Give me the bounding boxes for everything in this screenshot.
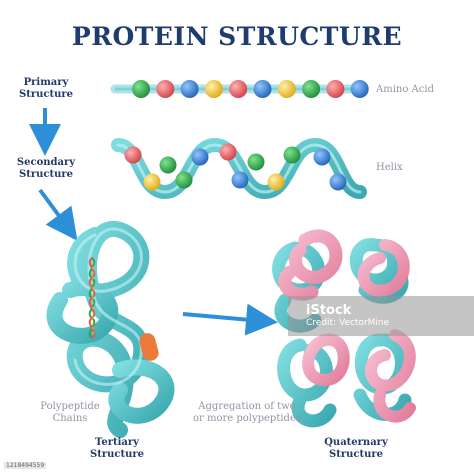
amino-acid-bead xyxy=(229,80,248,98)
helix-bead xyxy=(231,171,249,189)
amino-acid-label: Amino Acid xyxy=(376,84,434,95)
amino-acid-bead xyxy=(253,80,272,98)
aggregation-line1: Aggregation of two xyxy=(198,401,296,412)
amino-acid-bead xyxy=(302,80,321,98)
helix-bead xyxy=(247,153,265,171)
aggregation-label: Aggregation of two or more polypeptides xyxy=(188,401,306,425)
primary-structure-label: Primary Structure xyxy=(14,77,78,101)
watermark-banner xyxy=(288,296,474,336)
secondary-structure-label: Secondary Structure xyxy=(14,157,78,181)
tertiary-label-line1: Tertiary xyxy=(95,437,139,448)
tertiary-structure xyxy=(46,221,175,438)
helix-label: Helix xyxy=(376,162,403,173)
amino-acid-bead xyxy=(156,80,175,98)
watermark-credit: Credit: VectorMine xyxy=(306,318,390,328)
amino-acid-bead xyxy=(180,80,199,98)
amino-acid-bead xyxy=(350,80,369,98)
primary-label-line1: Primary xyxy=(23,77,69,88)
tertiary-label-line2: Structure xyxy=(90,449,144,460)
secondary-label-line1: Secondary xyxy=(16,157,76,168)
helix-bead xyxy=(191,148,209,166)
flow-arrow-secondary-to-tertiary xyxy=(38,188,78,241)
secondary-label-line2: Structure xyxy=(19,169,73,180)
amino-acid-bead xyxy=(277,80,296,98)
quaternary-label-line1: Quaternary xyxy=(324,437,388,448)
helix-strand xyxy=(111,137,367,200)
helix-bead xyxy=(143,173,161,191)
helix-bead xyxy=(219,143,237,161)
tertiary-structure-label: Tertiary Structure xyxy=(82,437,152,461)
polypeptide-line2: Chains xyxy=(52,413,88,424)
quaternary-label-line2: Structure xyxy=(329,449,383,460)
amino-acid-bead xyxy=(204,80,223,98)
primary-label-line2: Structure xyxy=(19,89,73,100)
helix-bead xyxy=(283,146,301,164)
helix-bead xyxy=(159,156,177,174)
helix-bead xyxy=(267,173,285,191)
polypeptide-chains-label: Polypeptide Chains xyxy=(30,401,110,425)
stock-id: 1218494559 xyxy=(4,462,47,469)
amino-acid-bead xyxy=(132,80,150,98)
flow-arrow-tertiary-to-quaternary xyxy=(182,303,278,336)
helix-bead xyxy=(175,171,193,189)
watermark-brand: iStock xyxy=(306,303,352,318)
helix-bead xyxy=(124,146,142,164)
aggregation-line2: or more polypeptides xyxy=(192,413,302,424)
helix-bead xyxy=(329,173,347,191)
polypeptide-line1: Polypeptide xyxy=(40,401,100,412)
quaternary-structure-label: Quaternary Structure xyxy=(316,437,396,461)
amino-acid-bead xyxy=(326,80,345,98)
helix-bead xyxy=(313,148,331,166)
page-title: PROTEIN STRUCTURE xyxy=(71,22,403,51)
